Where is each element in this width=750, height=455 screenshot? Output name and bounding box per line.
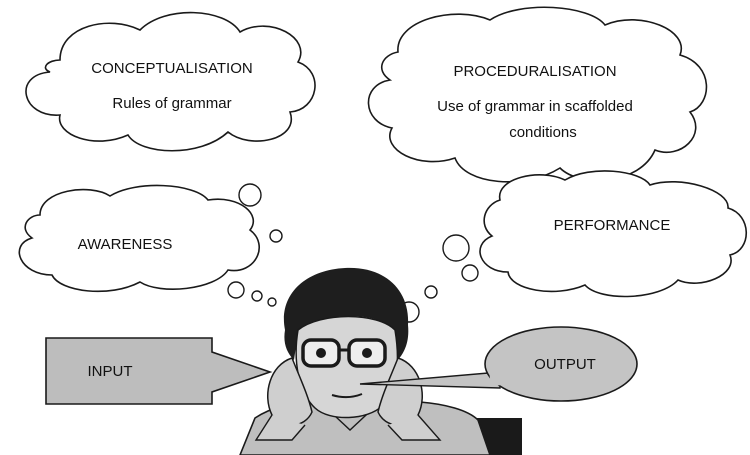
thought-bubble [269, 229, 283, 243]
cloud-conceptualisation-title: CONCEPTUALISATION [91, 60, 252, 77]
input-label: INPUT [88, 363, 133, 380]
cloud-proceduralisation-line1: Use of grammar in scaffolded [437, 98, 633, 115]
cloud-awareness-shape [18, 184, 260, 293]
student-hair [283, 267, 409, 360]
thought-bubble [238, 183, 262, 207]
cloud-proceduralisation-title: PROCEDURALISATION [453, 63, 616, 80]
student-right-arm [387, 414, 442, 441]
input-arrow: INPUT [45, 337, 273, 405]
cloud-performance-shape [479, 170, 748, 298]
cloud-performance: PERFORMANCE [479, 170, 748, 298]
input-arrow-shape [45, 337, 273, 405]
thought-bubble [461, 264, 479, 282]
glasses-icon [301, 338, 387, 368]
thought-bubble [251, 290, 263, 302]
thought-bubble [227, 281, 245, 299]
cloud-conceptualisation: CONCEPTUALISATION Rules of grammar [25, 11, 316, 152]
output-bubble: OUTPUT [359, 326, 638, 402]
cloud-proceduralisation-shape [367, 6, 708, 183]
output-bubble-tail-cover [489, 369, 503, 386]
thought-bubble [424, 285, 438, 299]
thought-bubbles-left [227, 183, 283, 307]
cloud-awareness-title: AWARENESS [78, 236, 173, 253]
student-illustration [239, 267, 522, 455]
thought-bubble [442, 234, 470, 262]
cloud-proceduralisation-line2: conditions [509, 124, 577, 141]
cloud-conceptualisation-subtitle: Rules of grammar [112, 95, 231, 112]
cloud-awareness: AWARENESS [18, 184, 260, 293]
output-label: OUTPUT [534, 356, 596, 373]
output-bubble-shape [484, 326, 638, 402]
cloud-performance-title: PERFORMANCE [554, 217, 671, 234]
student-left-arm [254, 414, 306, 441]
cloud-proceduralisation: PROCEDURALISATION Use of grammar in scaf… [367, 6, 708, 183]
thought-bubble [267, 297, 277, 307]
student-mouth [331, 393, 363, 399]
cloud-conceptualisation-shape [25, 11, 316, 152]
